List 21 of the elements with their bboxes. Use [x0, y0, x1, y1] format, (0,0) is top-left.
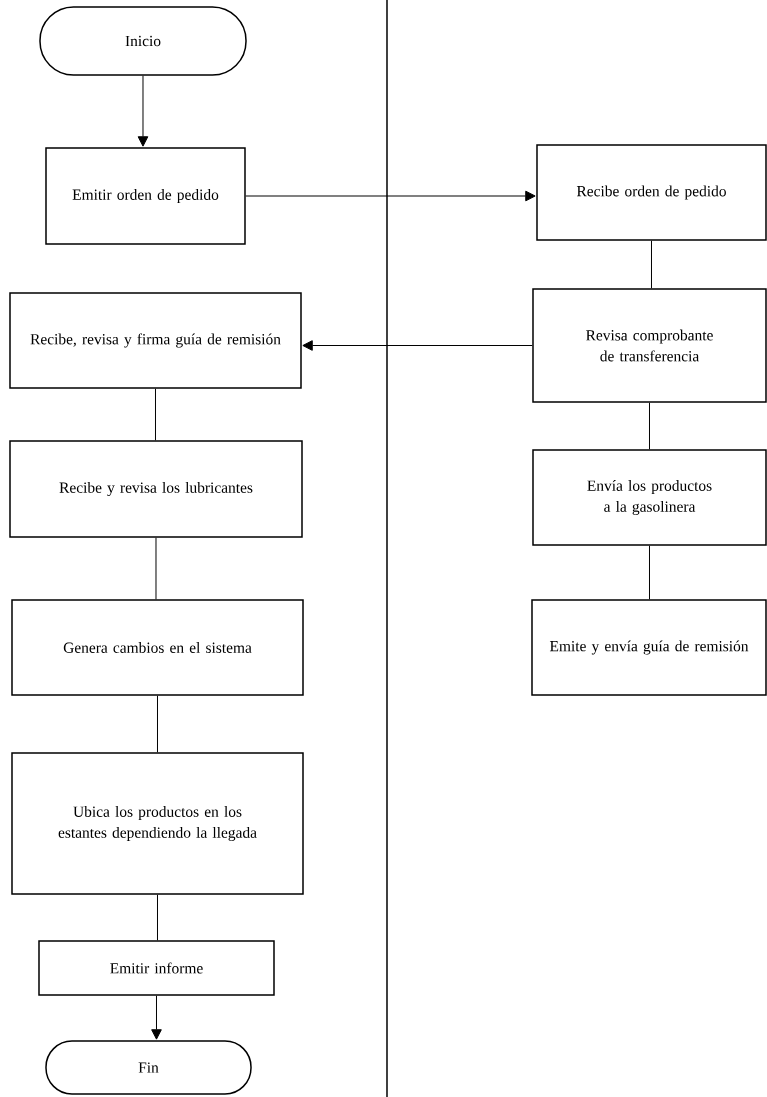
process-box: Emite y envía guía de remisión: [531, 599, 767, 696]
process-box: Envía los productos a la gasolinera: [532, 449, 767, 546]
process-box: Emitir orden de pedido: [45, 147, 246, 245]
connector-line: [157, 695, 158, 753]
process-box: Emitir informe: [38, 940, 275, 996]
process-box: Recibe, revisa y firma guía de remisión: [9, 292, 302, 389]
arrow: [137, 75, 149, 147]
process-box: Revisa comprobante de transferencia: [532, 288, 767, 403]
process-box: Recibe orden de pedido: [536, 144, 767, 241]
process-box: Ubica los productos en los estantes dependiendo la llegada: [11, 752, 304, 895]
connector-line: [649, 545, 650, 600]
arrow: [302, 340, 533, 351]
connector-line: [157, 894, 158, 941]
connector-line: [155, 388, 156, 441]
process-box: Recibe y revisa los lubricantes: [9, 440, 303, 538]
arrow: [245, 190, 536, 202]
connector-line: [649, 402, 650, 450]
process-box: Genera cambios en el sistema: [11, 599, 304, 696]
connector-line: [155, 537, 157, 600]
arrow: [151, 995, 162, 1040]
connector-line: [651, 240, 652, 289]
